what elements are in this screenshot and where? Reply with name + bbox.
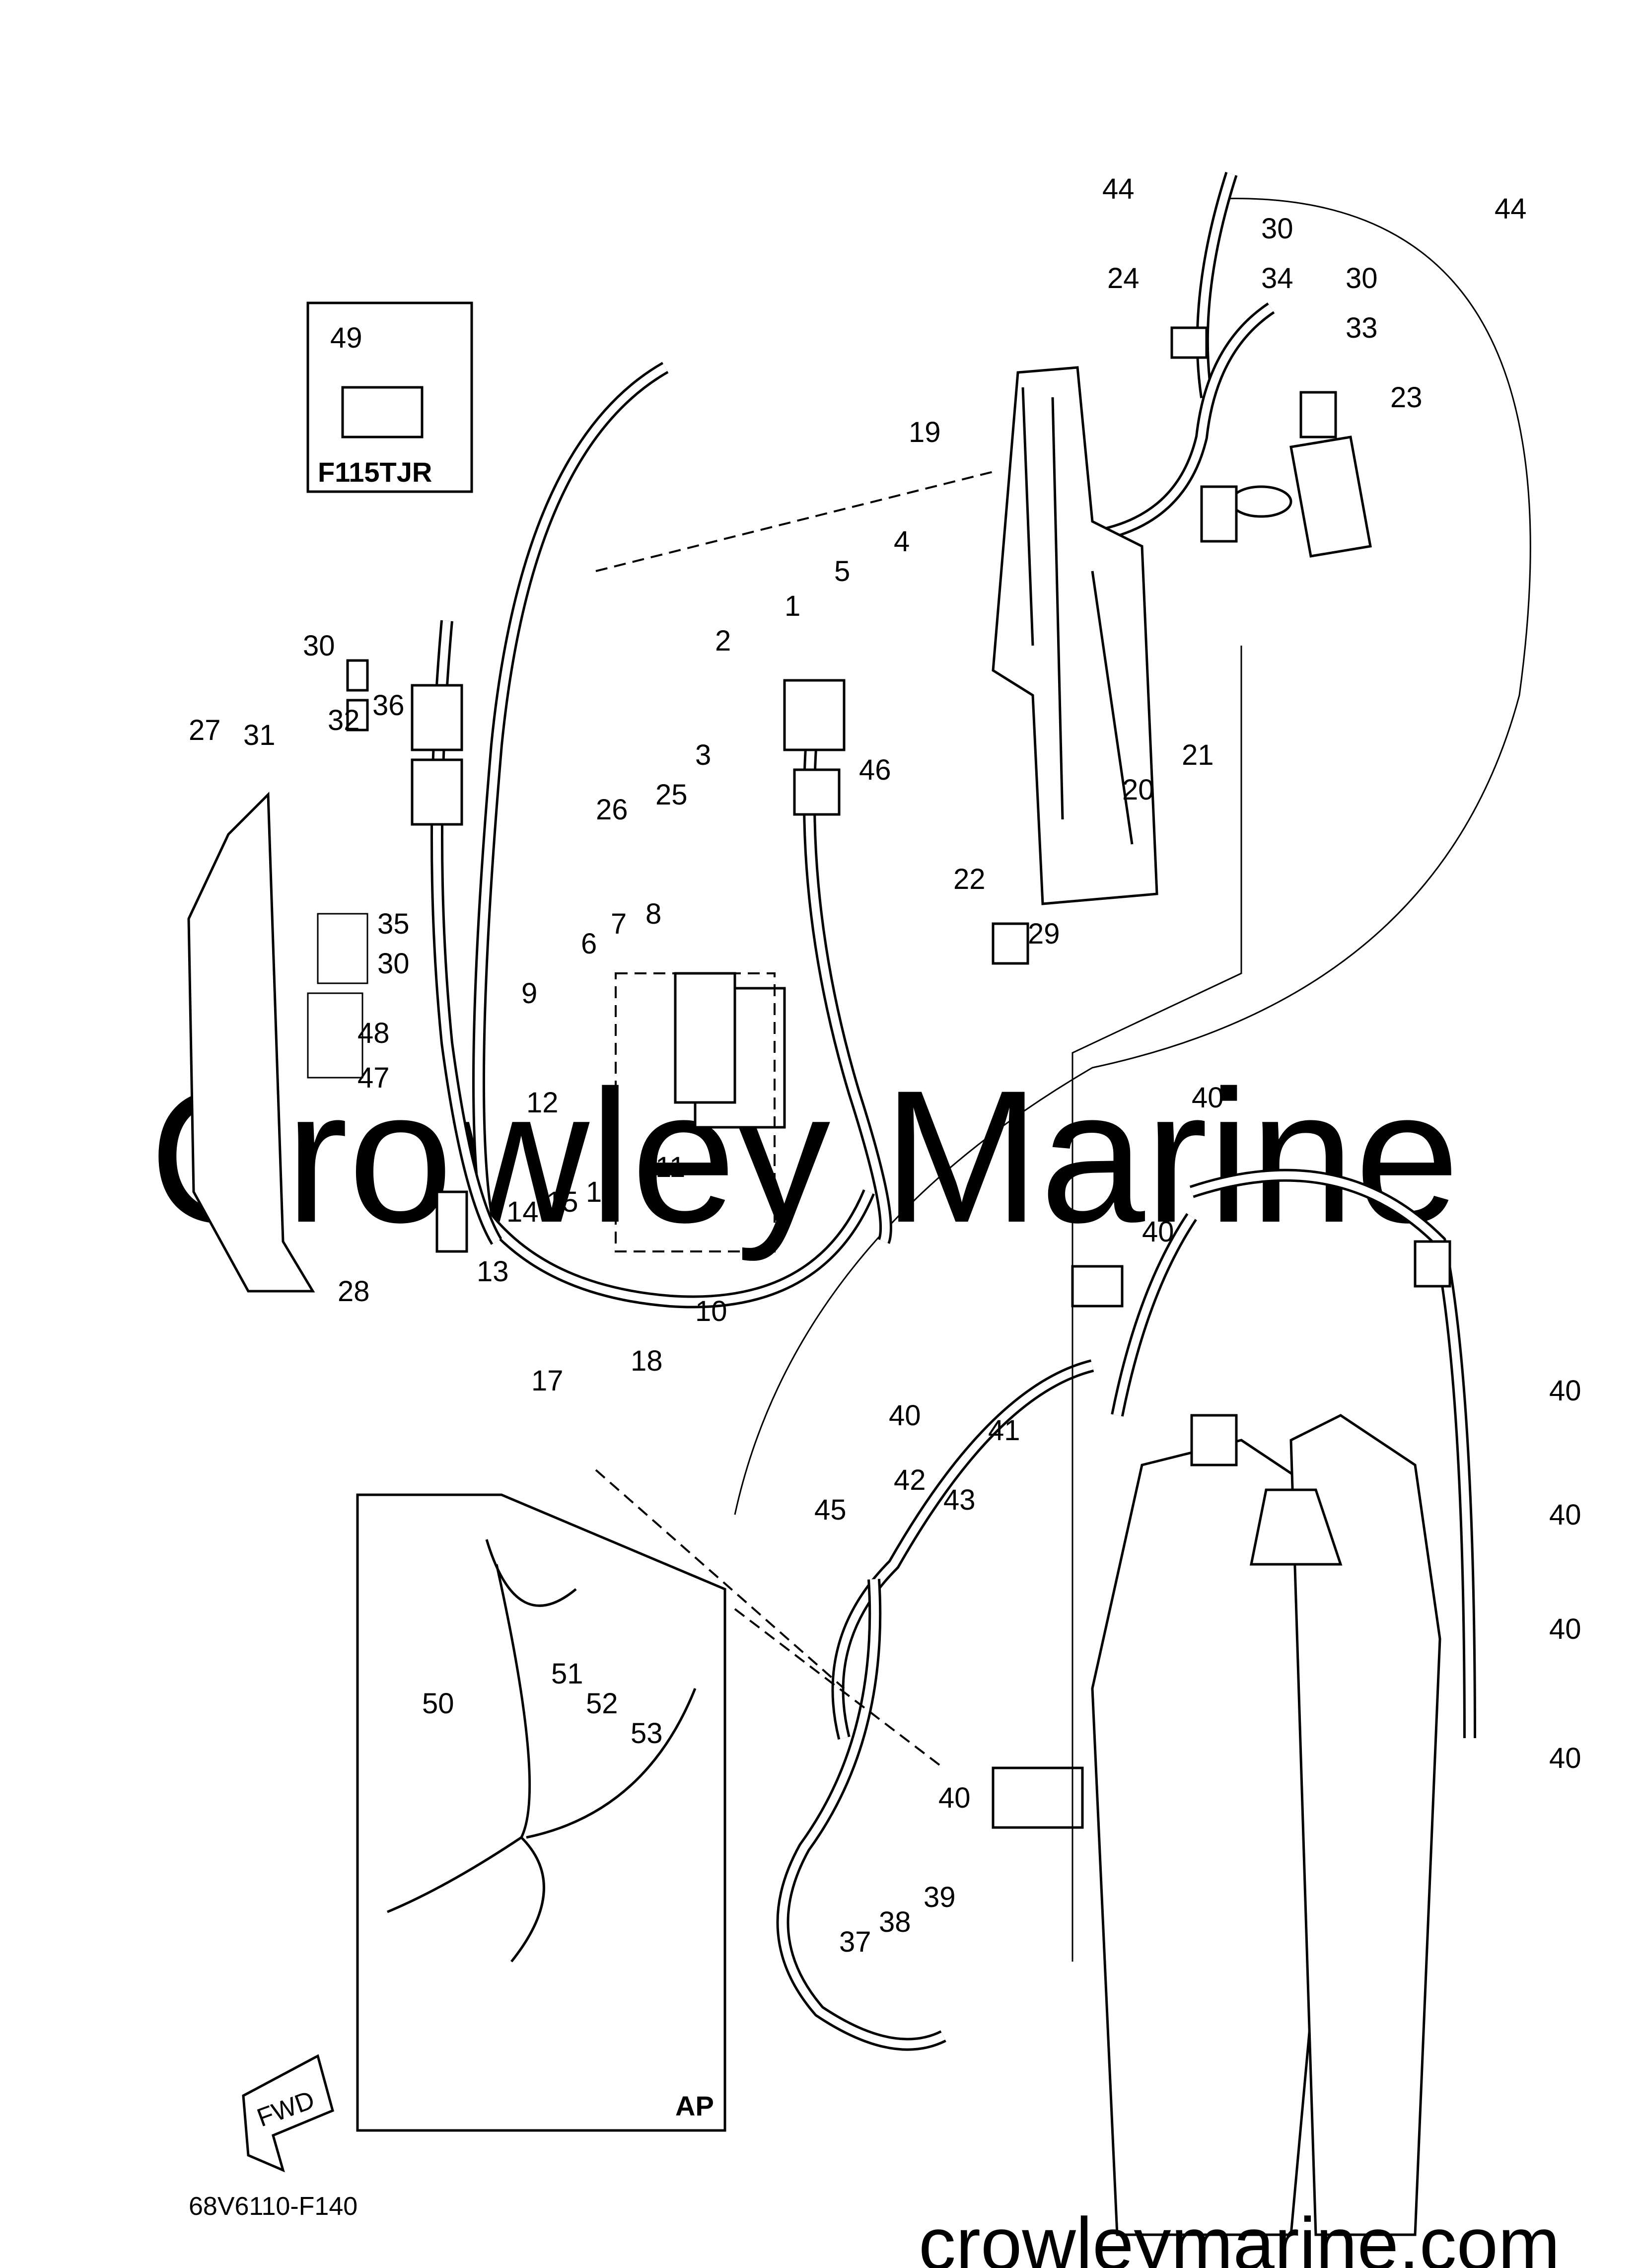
callout-17: 17	[531, 1365, 564, 1397]
callout-40: 40	[1549, 1742, 1581, 1774]
callout-30: 30	[1261, 213, 1293, 245]
callout-20: 20	[1122, 774, 1154, 806]
callout-40: 40	[1192, 1082, 1224, 1114]
callout-10: 10	[695, 1295, 727, 1327]
callout-18: 18	[631, 1345, 663, 1377]
callout-23: 23	[1390, 381, 1423, 414]
callout-42: 42	[894, 1464, 926, 1496]
callout-37: 37	[839, 1926, 871, 1958]
callout-14: 14	[506, 1196, 539, 1228]
ap-label-51: 51	[551, 1658, 583, 1690]
callout-32: 32	[328, 704, 360, 736]
callout-40: 40	[1549, 1375, 1581, 1407]
callout-44: 44	[1102, 173, 1135, 205]
callout-5: 5	[834, 555, 850, 587]
callout-48: 48	[357, 1017, 390, 1049]
callout-28: 28	[338, 1275, 370, 1308]
callout-38: 38	[879, 1906, 911, 1938]
ap-label-50: 50	[422, 1687, 454, 1720]
callout-33: 33	[1346, 312, 1378, 344]
callout-21: 21	[1182, 739, 1214, 771]
callout-24: 24	[1107, 262, 1140, 294]
parts-drawing: FWD	[187, 172, 1531, 2236]
ap-label-53: 53	[631, 1717, 663, 1750]
callout-13: 13	[477, 1255, 509, 1288]
callout-26: 26	[596, 794, 628, 826]
callout-35: 35	[377, 908, 410, 940]
callout-40: 40	[1142, 1216, 1174, 1248]
inset-f115tjr: 49 F115TJR	[306, 301, 473, 493]
callout-47: 47	[357, 1062, 390, 1094]
inset-f115tjr-label: F115TJR	[318, 456, 432, 488]
callout-34: 34	[1261, 262, 1293, 294]
callout-40: 40	[938, 1782, 971, 1814]
callout-45: 45	[814, 1494, 847, 1526]
callout-29: 29	[1028, 918, 1060, 950]
callout-6: 6	[581, 928, 597, 960]
callout-30: 30	[303, 630, 335, 662]
callout-8: 8	[645, 898, 661, 930]
callout-3: 3	[695, 739, 711, 771]
inset-f115tjr-part-number: 49	[330, 322, 362, 354]
callout-15: 15	[546, 1186, 578, 1218]
callout-41: 41	[988, 1414, 1020, 1447]
callout-4: 4	[894, 525, 910, 558]
callout-43: 43	[943, 1484, 976, 1516]
callout-31: 31	[243, 719, 276, 751]
website-url: crowleymarine.com	[919, 2202, 1560, 2268]
callout-2: 2	[715, 625, 731, 657]
callout-46: 46	[859, 754, 891, 786]
callout-36: 36	[372, 689, 405, 722]
callout-40: 40	[889, 1399, 921, 1432]
callout-1: 1	[785, 590, 800, 622]
callout-25: 25	[655, 779, 688, 811]
inset-ap-label: AP	[675, 2090, 714, 2122]
callout-39: 39	[924, 1881, 956, 1913]
callout-22: 22	[953, 863, 986, 895]
callout-16: 16	[586, 1176, 618, 1208]
callout-30: 30	[377, 948, 410, 980]
callout-40: 40	[1549, 1613, 1581, 1645]
inset-ap: 50 51 52 53 AP	[356, 1493, 726, 2132]
callout-44: 44	[1495, 193, 1527, 225]
ap-label-52: 52	[586, 1687, 618, 1720]
callout-40: 40	[1549, 1499, 1581, 1531]
callout-7: 7	[611, 908, 627, 940]
callout-30: 30	[1346, 262, 1378, 294]
callout-12: 12	[526, 1087, 559, 1119]
diagram-code: 68V6110-F140	[189, 2192, 357, 2221]
callout-27: 27	[189, 714, 221, 746]
callout-19: 19	[909, 416, 941, 448]
callout-11: 11	[655, 1151, 685, 1183]
callout-9: 9	[521, 977, 537, 1010]
watermark: Crowley Marine	[149, 1051, 1460, 1263]
